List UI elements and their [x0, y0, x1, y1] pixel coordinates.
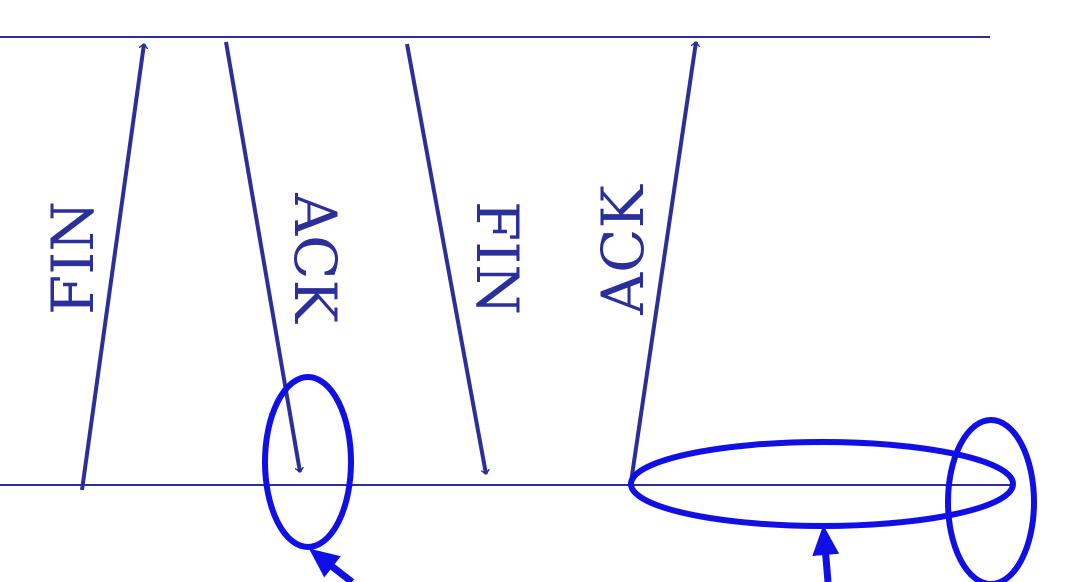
message-label: FIN [463, 201, 531, 315]
message-arrow [224, 41, 300, 472]
pointer-arrow-ack-receipt [308, 548, 355, 582]
highlight-ellipse-ack-receipt [262, 374, 354, 550]
message-label: FIN [39, 201, 107, 315]
message-arrow [629, 42, 696, 483]
message-label: ACK [281, 192, 349, 324]
message-arrow [405, 43, 486, 474]
message-fin-2: FIN [405, 43, 531, 474]
message-fin-1: FIN [39, 44, 144, 491]
highlight-ellipse-close [945, 417, 1037, 582]
message-ack-1: ACK [224, 41, 349, 472]
message-arrow [80, 44, 144, 491]
message-label: ACK [589, 184, 657, 316]
pointer-arrow-time-wait [812, 525, 840, 582]
message-ack-2: ACK [589, 42, 696, 483]
